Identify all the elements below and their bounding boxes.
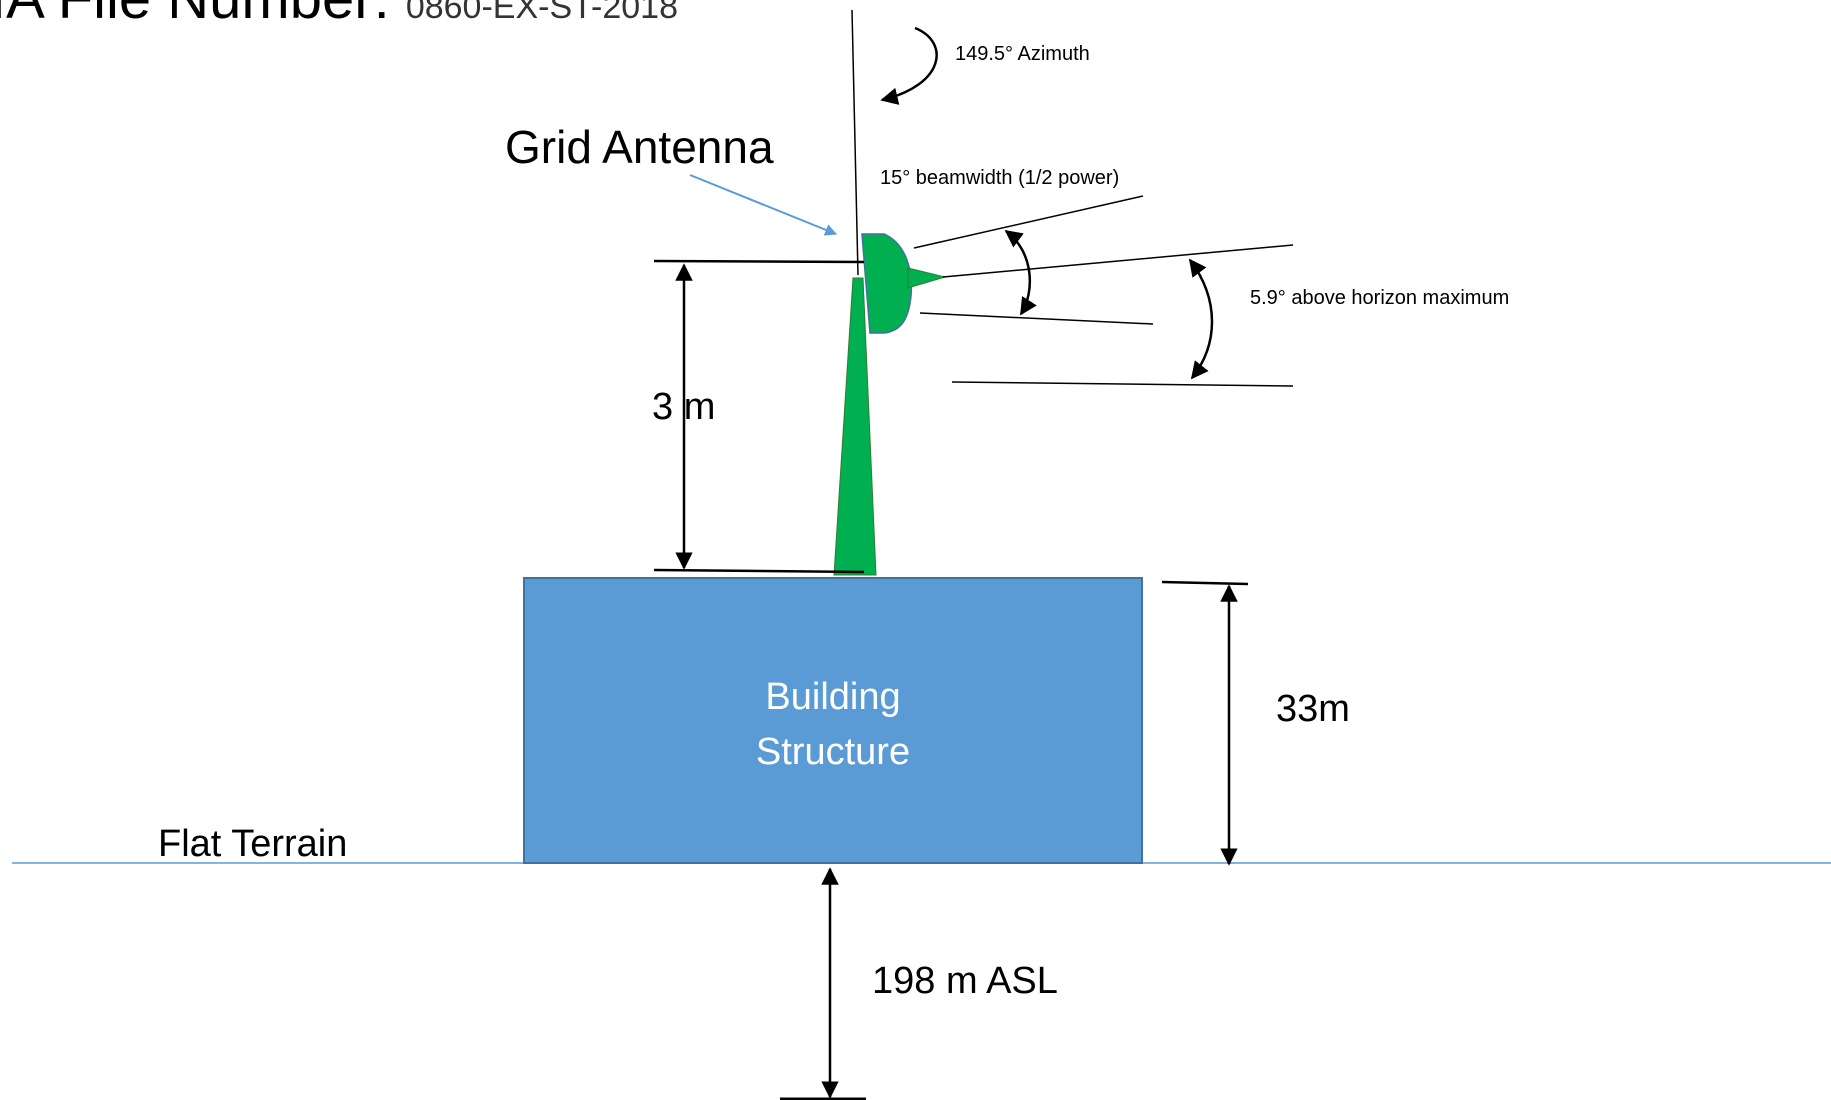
terrain-label: Flat Terrain [158, 823, 348, 865]
mast-top-tick [653, 259, 865, 264]
building-height-label: 33m [1276, 688, 1350, 730]
building-label: Building Structure [524, 670, 1142, 780]
horizon-reference-line [951, 381, 1294, 387]
file-number-value: 0860-EX-ST-2018 [405, 0, 678, 26]
elevation-angle-label: 5.9° above horizon maximum [1250, 287, 1510, 309]
building-structure [523, 577, 1143, 864]
file-number-heading: IA File Number: 0860-EX-ST-2018 [0, 0, 678, 28]
building-label-line2: Structure [755, 731, 911, 774]
building-top-tick [1161, 580, 1249, 586]
building-label-line1: Building [765, 676, 901, 718]
mast-height-label: 3 m [652, 386, 716, 428]
file-number-label: IA File Number: [0, 0, 390, 31]
azimuth-rotation-arrow [880, 26, 938, 105]
mast-bottom-tick [653, 568, 865, 574]
beam-center-line [942, 244, 1294, 278]
beam-lower-edge-line [919, 312, 1154, 325]
antenna-feed-horn [907, 267, 947, 289]
antenna-mast [833, 277, 877, 576]
beamwidth-angle-arrow [1004, 229, 1037, 316]
grid-antenna-label: Grid Antenna [505, 121, 774, 173]
azimuth-axis-line [851, 9, 859, 276]
beam-upper-edge-line [913, 195, 1144, 249]
antenna-pointer-arrow [689, 174, 838, 236]
azimuth-label: 149.5° Azimuth [955, 43, 1090, 65]
asl-elevation-label: 198 m ASL [872, 960, 1058, 1002]
antenna-dish [861, 233, 913, 334]
beamwidth-label: 15° beamwidth (1/2 power) [880, 167, 1120, 189]
elevation-angle-arrow [1188, 258, 1214, 380]
